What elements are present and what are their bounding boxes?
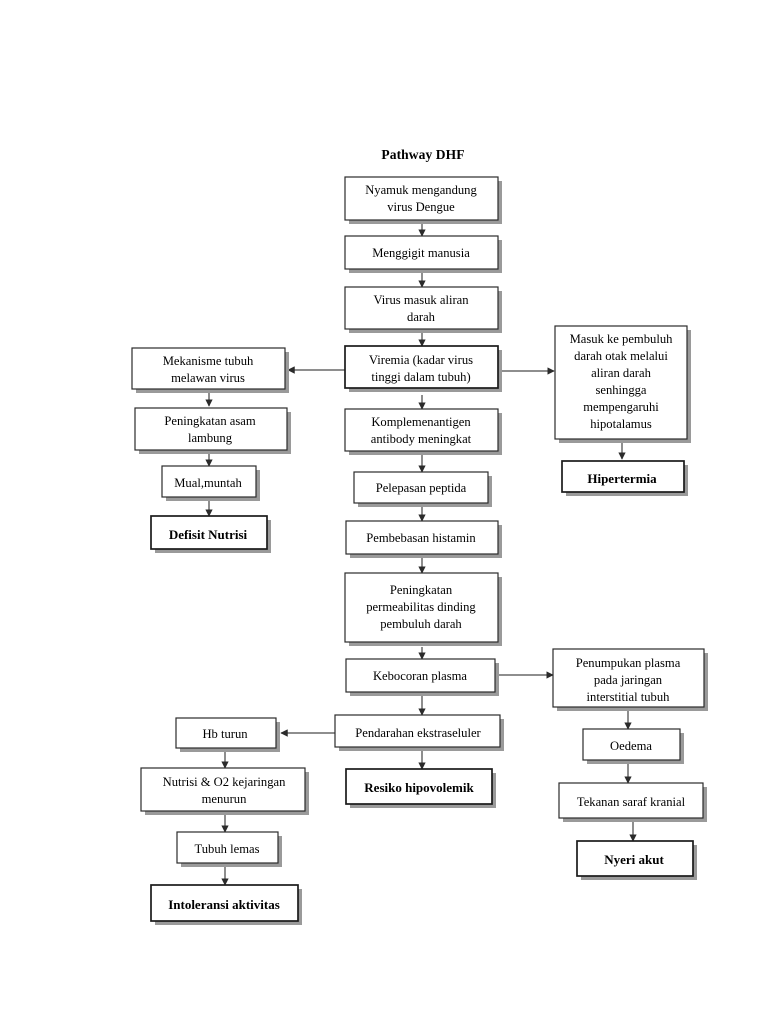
node-mekanisme-tubuh-melawan-virus[interactable]: Mekanisme tubuh melawan virus (131, 347, 289, 393)
node-label: darah otak melalui (574, 349, 668, 363)
node-label: virus Dengue (387, 200, 455, 214)
node-label: Tubuh lemas (195, 842, 260, 856)
node-tekanan-saraf-kranial[interactable]: Tekanan saraf kranial (558, 782, 707, 822)
node-label: Kebocoran plasma (373, 669, 467, 683)
node-label: menurun (202, 792, 247, 806)
node-kebocoran-plasma[interactable]: Kebocoran plasma (345, 658, 499, 696)
node-label: Mekanisme tubuh (163, 354, 254, 368)
node-virus-masuk-aliran-darah[interactable]: Virus masuk aliran darah (344, 286, 502, 333)
node-label: Nyamuk mengandung (365, 183, 477, 197)
node-label: Viremia (kadar virus (369, 353, 473, 367)
node-tubuh-lemas[interactable]: Tubuh lemas (176, 831, 282, 867)
node-label: hipotalamus (590, 417, 652, 431)
node-label: Penumpukan plasma (576, 656, 681, 670)
node-intoleransi-aktivitas[interactable]: Intoleransi aktivitas (150, 884, 302, 925)
node-label: Pendarahan ekstraseluler (355, 726, 481, 740)
node-label: aliran darah (591, 366, 651, 380)
node-viremia[interactable]: Viremia (kadar virus tinggi dalam tubuh) (344, 345, 502, 392)
node-label: Komplemenantigen (371, 415, 471, 429)
node-label: interstitial tubuh (587, 690, 671, 704)
node-label: Hb turun (202, 727, 248, 741)
node-label: Peningkatan (390, 583, 453, 597)
node-hipertermia[interactable]: Hipertermia (561, 460, 688, 496)
node-mual-muntah[interactable]: Mual,muntah (161, 465, 260, 501)
node-pembebasan-histamin[interactable]: Pembebasan histamin (345, 520, 502, 558)
node-peningkatan-asam-lambung[interactable]: Peningkatan asam lambung (134, 407, 291, 454)
node-label: permeabilitas dinding (366, 600, 476, 614)
node-label: melawan virus (171, 371, 245, 385)
node-label: Peningkatan asam (164, 414, 255, 428)
node-label: Defisit Nutrisi (169, 527, 248, 542)
node-label: pembuluh darah (380, 617, 462, 631)
node-nutrisi-o2-kejaringan-menurun[interactable]: Nutrisi & O2 kejaringan menurun (140, 767, 309, 815)
node-label: Pembebasan histamin (366, 531, 476, 545)
node-label: Oedema (610, 739, 652, 753)
node-peningkatan-permeabilitas-dinding-pembuluh-darah[interactable]: Peningkatan permeabilitas dinding pembul… (344, 572, 502, 646)
node-pelepasan-peptida[interactable]: Pelepasan peptida (353, 471, 492, 507)
node-label: pada jaringan (594, 673, 663, 687)
node-label: Intoleransi aktivitas (168, 897, 280, 912)
node-label: tinggi dalam tubuh) (371, 370, 470, 384)
node-label: Nutrisi & O2 kejaringan (163, 775, 286, 789)
node-label: Hipertermia (587, 471, 657, 486)
node-oedema[interactable]: Oedema (582, 728, 684, 764)
node-label: Menggigit manusia (372, 246, 470, 260)
node-defisit-nutrisi[interactable]: Defisit Nutrisi (150, 515, 271, 553)
node-label: antibody meningkat (371, 432, 472, 446)
node-label: lambung (188, 431, 233, 445)
node-hb-turun[interactable]: Hb turun (175, 717, 280, 752)
node-penumpukan-plasma-pada-jaringan-interstitial-tubuh[interactable]: Penumpukan plasma pada jaringan intersti… (552, 648, 708, 711)
page-title: Pathway DHF (381, 147, 464, 162)
node-label: Nyeri akut (604, 852, 664, 867)
node-pendarahan-ekstraseluler[interactable]: Pendarahan ekstraseluler (334, 714, 504, 751)
node-label: Pelepasan peptida (376, 481, 467, 495)
node-label: Masuk ke pembuluh (570, 332, 674, 346)
node-label: Mual,muntah (174, 476, 242, 490)
node-label: Tekanan saraf kranial (577, 795, 686, 809)
node-resiko-hipovolemik[interactable]: Resiko hipovolemik (345, 768, 496, 808)
node-nyamuk-mengandung-virus-dengue[interactable]: Nyamuk mengandung virus Dengue (344, 176, 502, 224)
node-label: darah (407, 310, 436, 324)
node-label: mempengaruhi (583, 400, 659, 414)
node-masuk-ke-pembuluh-darah-otak[interactable]: Masuk ke pembuluh darah otak melalui ali… (554, 325, 691, 443)
node-label: Virus masuk aliran (373, 293, 469, 307)
node-komplemenantigen-antibody-meningkat[interactable]: Komplemenantigen antibody meningkat (344, 408, 502, 455)
node-label: Resiko hipovolemik (364, 780, 474, 795)
node-menggigit-manusia[interactable]: Menggigit manusia (344, 235, 502, 273)
node-nyeri-akut[interactable]: Nyeri akut (576, 840, 697, 880)
node-label: senhingga (595, 383, 646, 397)
